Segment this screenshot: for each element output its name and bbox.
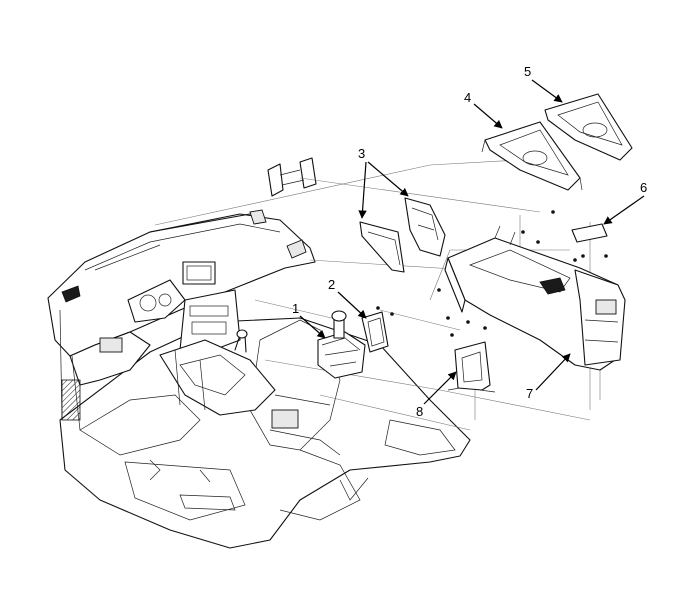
floor-pan bbox=[59, 317, 471, 549]
callout-2: 2 bbox=[328, 277, 335, 292]
installed-console bbox=[159, 329, 276, 416]
part-2-bracket bbox=[361, 306, 394, 353]
callout-7: 7 bbox=[526, 386, 533, 401]
callout-6: 6 bbox=[640, 180, 647, 195]
instrument-panel bbox=[47, 209, 316, 431]
part-6-pad bbox=[571, 223, 608, 243]
dash-bracket bbox=[267, 157, 317, 197]
callout-4: 4 bbox=[464, 90, 471, 105]
callout-5: 5 bbox=[524, 64, 531, 79]
callout-3: 3 bbox=[358, 146, 365, 161]
part-7-console-body bbox=[444, 225, 626, 371]
part-5-upper-cover bbox=[544, 93, 633, 161]
part-3-side-cover bbox=[359, 197, 446, 273]
callouts: 1 2 3 4 5 6 7 8 bbox=[292, 64, 647, 419]
callout-8: 8 bbox=[416, 404, 423, 419]
fasteners bbox=[437, 210, 608, 337]
callout-1: 1 bbox=[292, 301, 299, 316]
part-1-shift-lever bbox=[317, 310, 366, 379]
part-8-stand-bracket bbox=[447, 341, 496, 393]
part-4-upper-cover bbox=[481, 121, 583, 191]
